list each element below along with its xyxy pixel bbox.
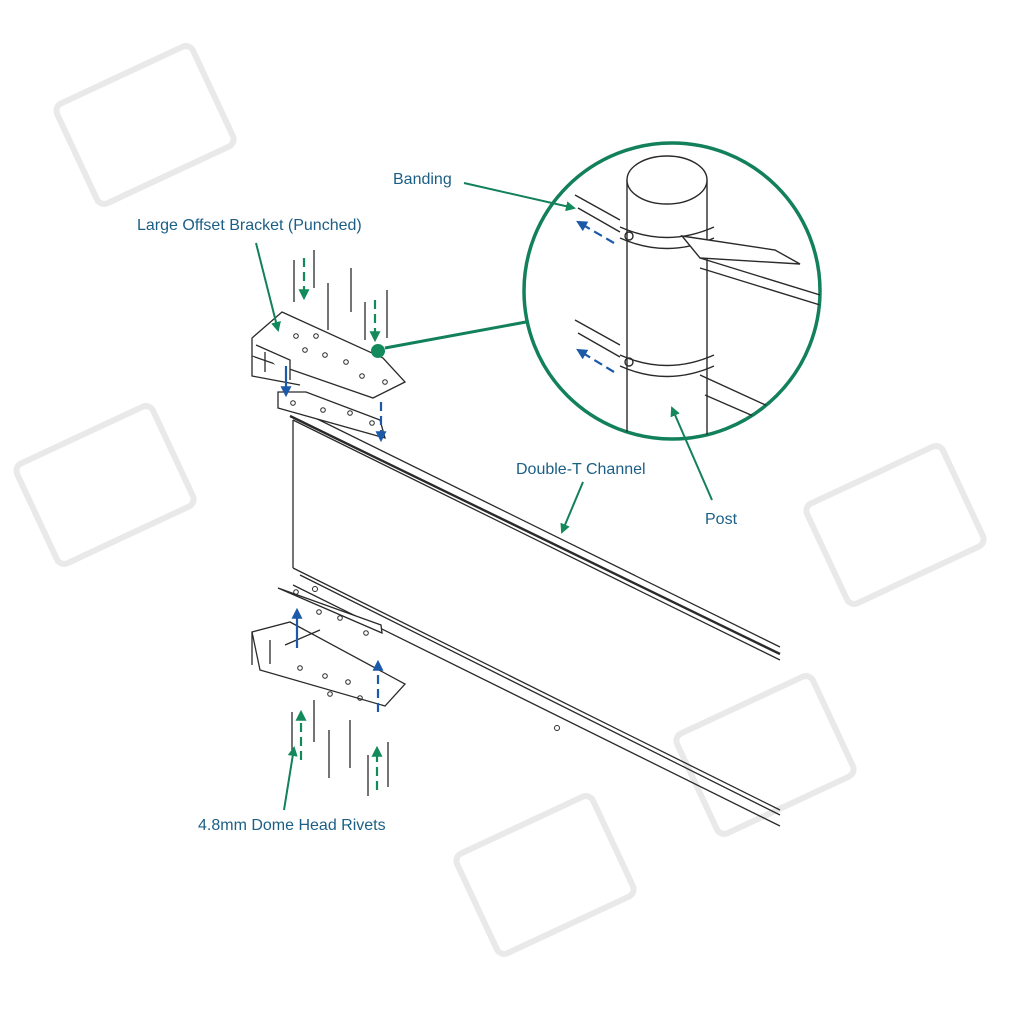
bracket-label: Large Offset Bracket (Punched) xyxy=(137,217,362,234)
detail-callout xyxy=(371,141,822,441)
bracket-holes xyxy=(290,333,388,426)
rivet-hole xyxy=(554,725,560,731)
rivet-hole xyxy=(312,586,318,592)
leader-lines xyxy=(255,182,713,811)
channel-label: Double-T Channel xyxy=(516,461,646,478)
upper-rivets xyxy=(293,250,388,340)
assembly-arrows xyxy=(280,258,387,790)
upper-bracket xyxy=(251,311,407,439)
rivets-label: 4.8mm Dome Head Rivets xyxy=(198,817,386,834)
banding-arrows xyxy=(576,220,615,373)
lower-bracket xyxy=(251,587,407,707)
lower-rivets xyxy=(291,700,389,796)
banding-label: Banding xyxy=(393,171,452,188)
lower-bracket-holes xyxy=(293,589,369,701)
post-label: Post xyxy=(705,511,738,528)
double-t-channel xyxy=(289,406,781,827)
watermarks xyxy=(13,43,987,957)
